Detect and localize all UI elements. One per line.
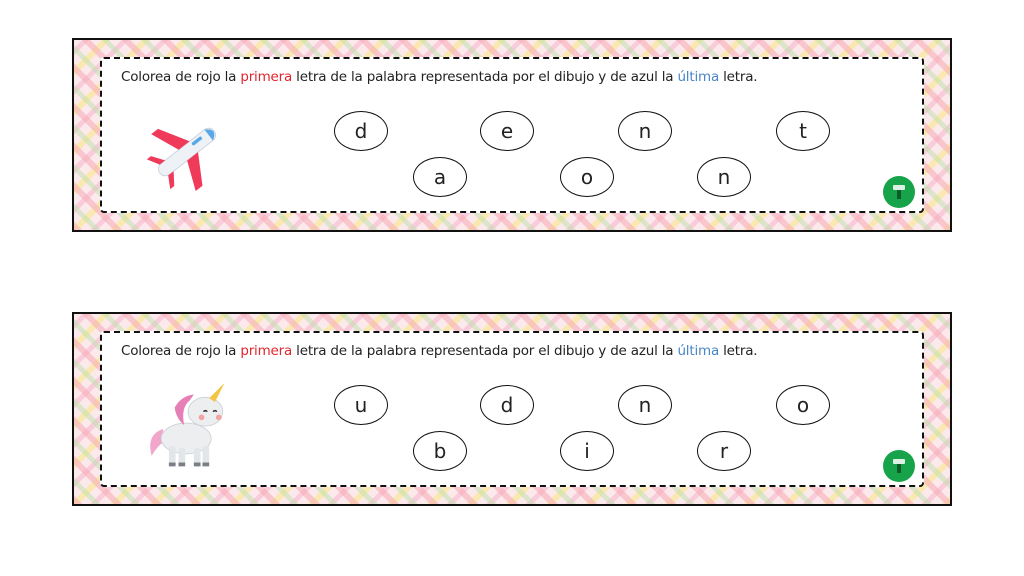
letter-bubble[interactable]: t	[776, 111, 830, 151]
letter: t	[799, 119, 807, 143]
instruction-part-3: letra.	[719, 69, 758, 85]
instruction-part-3: letra.	[719, 343, 758, 359]
instruction-part-1: Colorea de rojo la	[121, 343, 241, 359]
instruction-part-1: Colorea de rojo la	[121, 69, 241, 85]
instruction-part-2: letra de la palabra representada por el …	[292, 343, 678, 359]
letter-bubble[interactable]: d	[334, 111, 388, 151]
letter-bubble[interactable]: i	[560, 431, 614, 471]
letter: o	[796, 393, 810, 417]
letter: b	[433, 439, 447, 463]
letter-bubble[interactable]: d	[480, 385, 534, 425]
instruction-first-word: primera	[240, 69, 293, 85]
publisher-logo-icon	[883, 176, 915, 208]
unicorn-icon	[142, 379, 238, 479]
letter-bubble[interactable]: b	[413, 431, 467, 471]
letter: i	[584, 439, 590, 463]
letter: a	[433, 165, 447, 189]
card-content-area: Colorea de rojo la primera letra de la p…	[100, 331, 924, 487]
instruction-text: Colorea de rojo la primera letra de la p…	[121, 343, 758, 359]
card-content-area: Colorea de rojo la primera letra de la p…	[100, 57, 924, 213]
letter: n	[638, 393, 652, 417]
letter-bubble[interactable]: n	[697, 157, 751, 197]
letter: n	[638, 119, 652, 143]
instruction-part-2: letra de la palabra representada por el …	[292, 69, 678, 85]
letter: d	[354, 119, 368, 143]
letter-bubble[interactable]: n	[618, 111, 672, 151]
letter-bubble[interactable]: r	[697, 431, 751, 471]
letter-bubble[interactable]: e	[480, 111, 534, 151]
letter: e	[500, 119, 514, 143]
letter-bubble[interactable]: u	[334, 385, 388, 425]
worksheet-card-1: Colorea de rojo la primera letra de la p…	[72, 38, 952, 232]
worksheet-card-2: Colorea de rojo la primera letra de la p…	[72, 312, 952, 506]
instruction-text: Colorea de rojo la primera letra de la p…	[121, 69, 758, 85]
letter: d	[500, 393, 514, 417]
airplane-icon	[144, 109, 230, 199]
letter: n	[717, 165, 731, 189]
letter: o	[580, 165, 594, 189]
letter-bubble[interactable]: n	[618, 385, 672, 425]
instruction-first-word: primera	[240, 343, 293, 359]
letter: u	[354, 393, 368, 417]
instruction-last-word: última	[677, 343, 720, 359]
publisher-logo-icon	[883, 450, 915, 482]
letter-bubble[interactable]: o	[776, 385, 830, 425]
instruction-last-word: última	[677, 69, 720, 85]
letter-bubble[interactable]: o	[560, 157, 614, 197]
letter-bubble[interactable]: a	[413, 157, 467, 197]
letter: r	[719, 439, 729, 463]
